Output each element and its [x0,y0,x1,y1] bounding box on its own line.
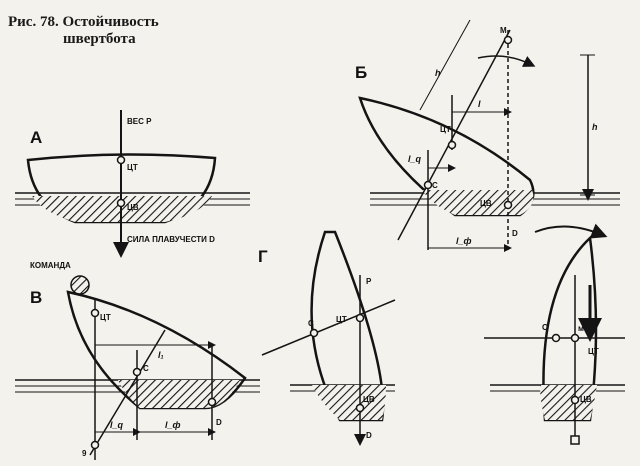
lf-label-v: l_ф [165,420,181,430]
d-label-g1: D [366,431,372,440]
weight-label: ВЕС Р [127,117,152,126]
l-label-b: l [478,99,481,109]
m-label-g2: м [578,324,584,333]
caption-line-1: Рис. 78. Остойчивость [8,14,159,30]
ct-label-b: ЦТ [440,125,451,134]
cv-label-b: ЦВ [480,199,492,208]
c-label-g1: С [308,319,314,328]
panel-b-submerged [422,190,534,215]
ct-label-v: ЦТ [100,313,111,322]
crew-icon [70,275,90,295]
panel-g: Г P С ЦТ ЦВ D С м ЦТ ЦВ [258,223,625,446]
q-label: 9 [82,449,87,458]
d-label-b: D [512,229,518,238]
panel-g-label: Г [258,247,268,266]
l1-label: l₁ [158,350,164,360]
buoyancy-label: СИЛА ПЛАВУЧЕСТИ D [127,235,215,244]
h-label: h [435,68,441,78]
p-label: P [366,277,372,286]
lq-label-v: l_q [110,420,124,430]
panel-a: А ВЕС Р ЦТ ЦВ СИЛА ПЛАВУЧЕСТИ D [15,110,250,258]
panel-b-label: Б [355,63,367,82]
ct-label-g2: ЦТ [588,347,599,356]
c-label-b: С [432,181,438,190]
c-label-g2: С [542,323,548,332]
panel-v-label: В [30,288,42,307]
lq-label-b: l_q [408,154,422,164]
panel-a-label: А [30,128,42,147]
panel-v: В КОМАНДА ЦТ С l₁ l_q l_ф D 9 [15,261,260,460]
ct-label-a: ЦТ [127,163,138,172]
cv-label-g2: ЦВ [580,395,592,404]
figure-caption: Рис. 78. Остойчивость швертбота [8,14,228,48]
d-label-v: D [216,418,222,427]
crew-label: КОМАНДА [30,261,71,270]
ct-label-g1: ЦТ [336,315,347,324]
height-label-b: h [592,122,598,132]
lf-label-b: l_ф [456,236,472,246]
cv-label-a: ЦВ [127,203,139,212]
caption-line-2: швертбота [63,31,136,47]
panel-b: Б M h l ЦТ l_q С ЦВ D l_ф h [355,19,620,252]
c-label-v: С [143,364,149,373]
cv-label-g1: ЦВ [363,395,375,404]
M-label: M [500,26,507,35]
